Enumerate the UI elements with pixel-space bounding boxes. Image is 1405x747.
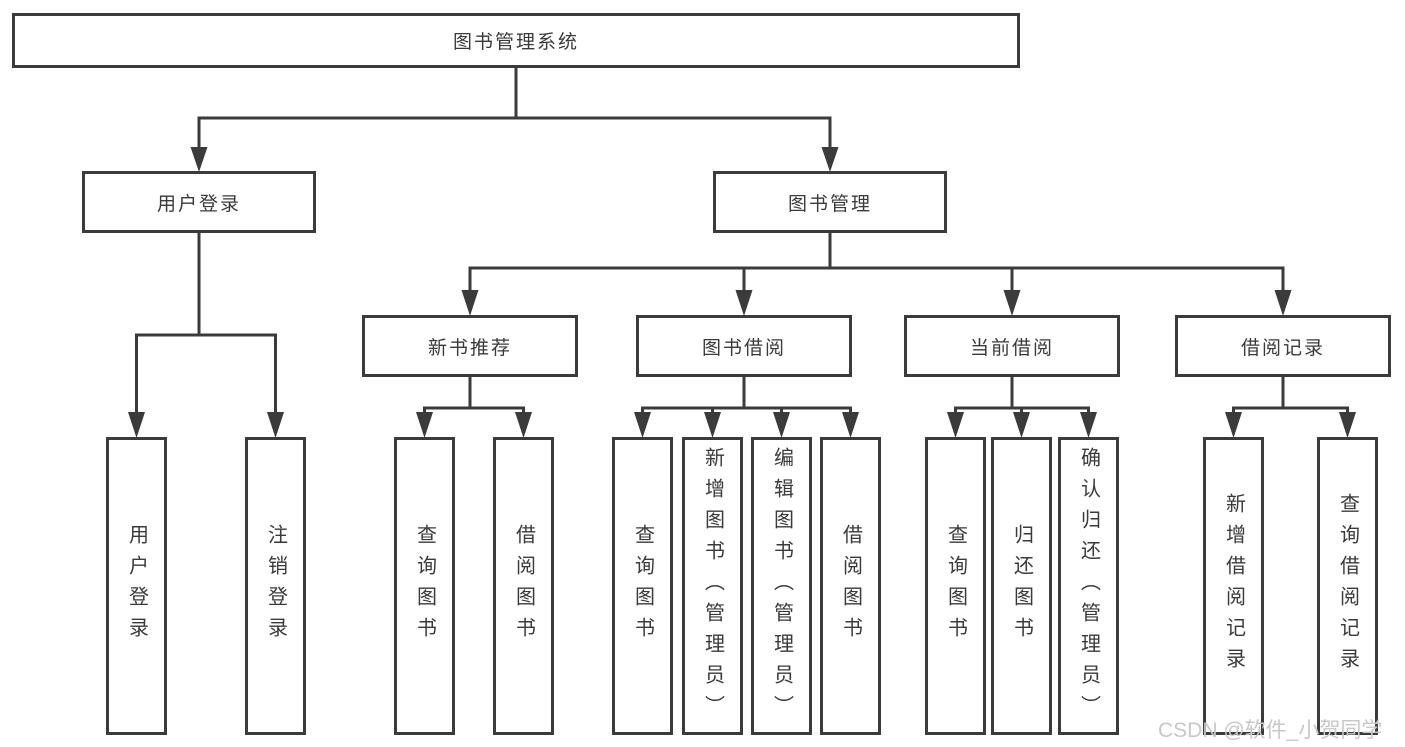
node-book-management: 图书管理 [713,171,947,233]
leaf-label: 新增图书（管理员） [701,446,724,726]
leaf-user-login: 用户登录 [106,437,167,735]
node-label: 图书管理 [787,193,872,215]
leaf-label: 确认归还（管理员） [1077,446,1100,726]
node-root: 图书管理系统 [12,13,1020,68]
leaf-add-books-admin: 新增图书（管理员） [682,437,743,735]
leaf-label: 借阅图书 [512,524,535,648]
leaf-query-books-borrowing: 查询图书 [612,437,673,735]
node-label: 图书借阅 [701,337,786,359]
leaf-label: 查询图书 [631,524,654,648]
node-book-borrowing: 图书借阅 [636,315,852,377]
leaf-borrow-books-recommend: 借阅图书 [493,437,554,735]
node-label: 新书推荐 [427,337,512,359]
leaf-label: 归还图书 [1010,524,1033,648]
leaf-label: 借阅图书 [839,524,862,648]
leaf-label: 新增借阅记录 [1222,493,1245,679]
node-borrowing-records: 借阅记录 [1175,315,1391,377]
leaf-return-books: 归还图书 [991,437,1052,735]
node-root-label: 图书管理系统 [452,32,579,53]
node-user-login: 用户登录 [82,171,316,233]
node-label: 当前借阅 [969,337,1054,359]
leaf-query-books-current: 查询图书 [925,437,986,735]
leaf-label: 查询图书 [413,524,436,648]
leaf-label: 编辑图书（管理员） [770,446,793,726]
leaf-label: 查询借阅记录 [1336,493,1359,679]
node-label: 用户登录 [156,193,241,215]
leaf-add-borrow-record: 新增借阅记录 [1203,437,1264,735]
node-current-borrowing: 当前借阅 [904,315,1120,377]
csdn-watermark: CSDN @软件_小贺同学 [1158,719,1383,742]
leaf-edit-books-admin: 编辑图书（管理员） [751,437,812,735]
leaf-confirm-return-admin: 确认归还（管理员） [1058,437,1119,735]
leaf-label: 查询图书 [944,524,967,648]
leaf-query-borrow-record: 查询借阅记录 [1317,437,1378,735]
node-label: 借阅记录 [1240,337,1325,359]
leaf-logout: 注销登录 [245,437,306,735]
leaf-query-books-recommend: 查询图书 [394,437,455,735]
leaf-label: 用户登录 [125,524,148,648]
leaf-label: 注销登录 [264,524,287,648]
node-new-book-recommendation: 新书推荐 [362,315,578,377]
leaf-borrow-books-borrowing: 借阅图书 [820,437,881,735]
